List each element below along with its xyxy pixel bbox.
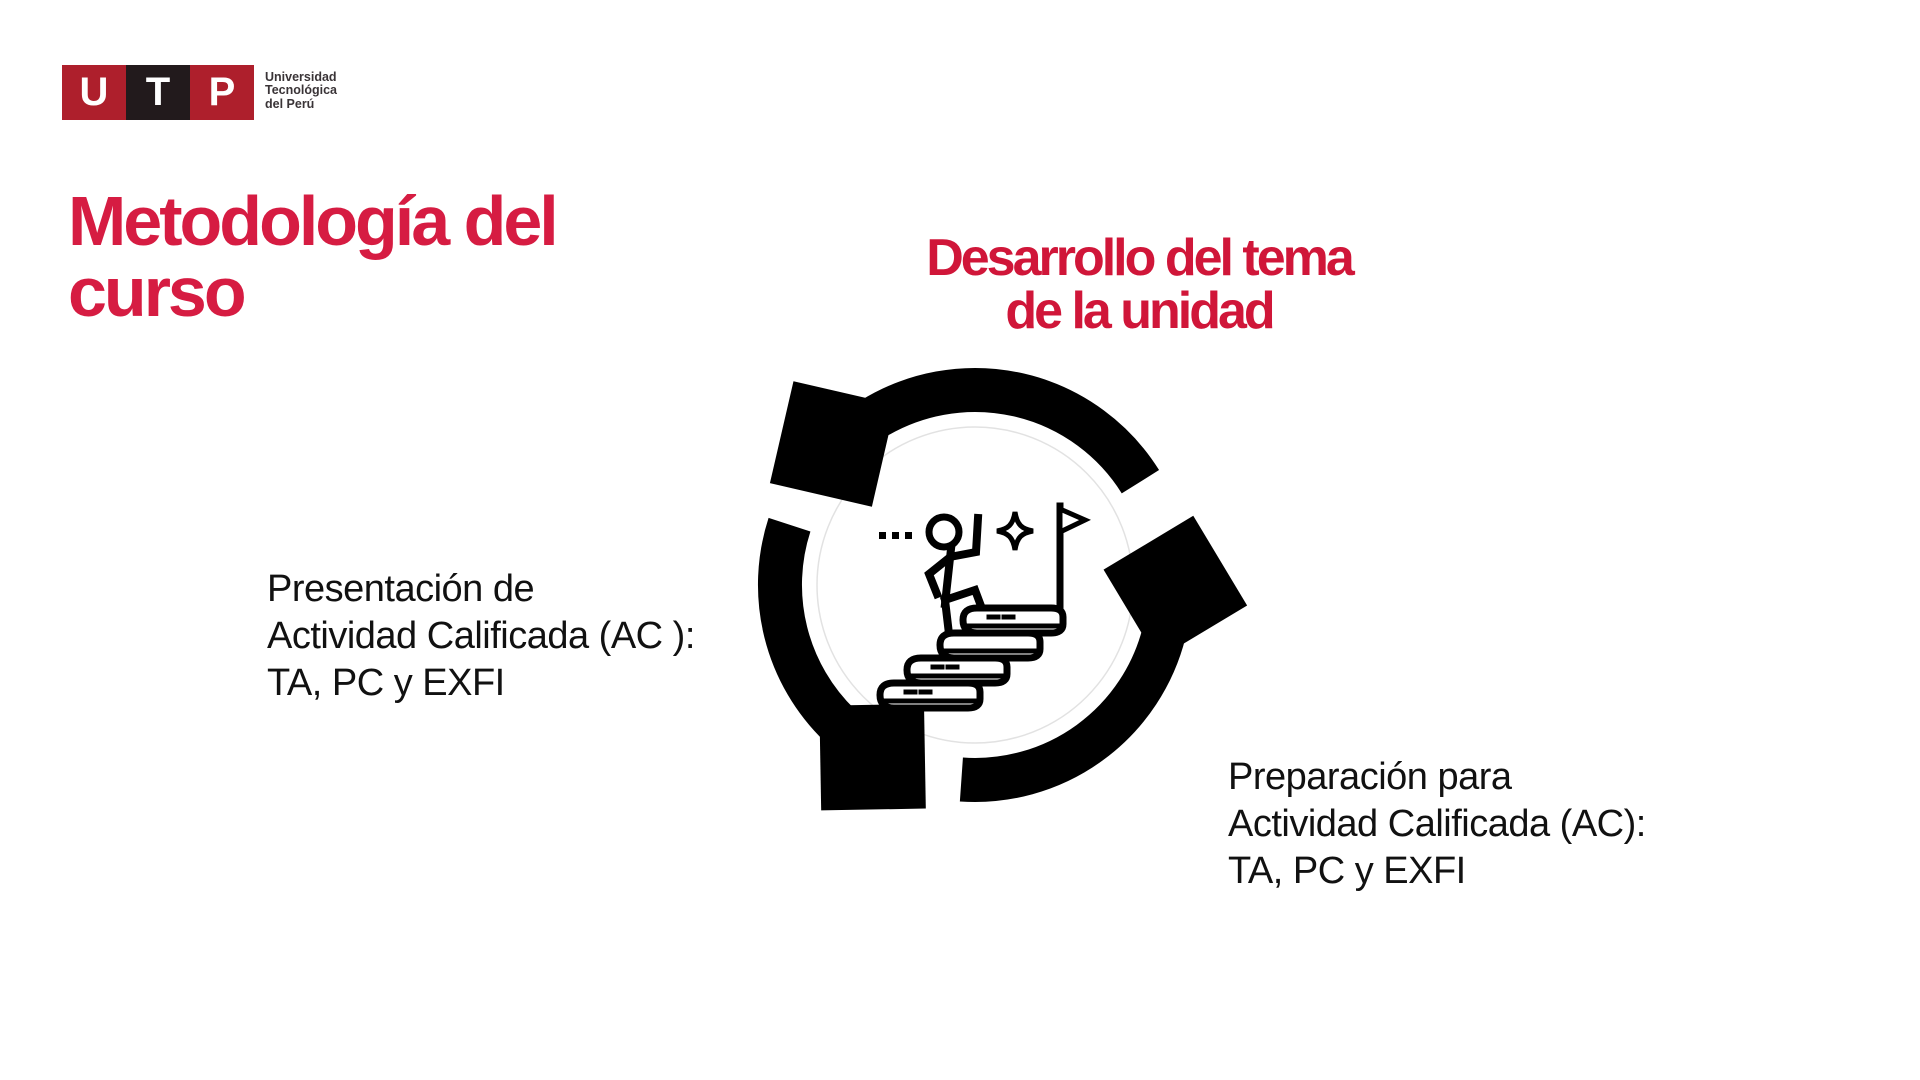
cycle-label-left-line: Actividad Calificada (AC ): bbox=[267, 615, 695, 657]
goal-flag-icon bbox=[1056, 502, 1091, 612]
logo-letter-u: U bbox=[62, 65, 126, 120]
cycle-label-left: Presentación de Actividad Calificada (AC… bbox=[267, 566, 695, 707]
logo-letter-t: T bbox=[126, 65, 190, 120]
cycle-label-right-line: TA, PC y EXFI bbox=[1228, 850, 1466, 892]
cycle-label-left-line: Presentación de bbox=[267, 568, 535, 610]
sparkle-icon bbox=[996, 511, 1034, 551]
cycle-label-top: Desarrollo del tema de la unidad bbox=[839, 232, 1439, 338]
cycle-label-top-line: Desarrollo del tema bbox=[926, 229, 1355, 287]
page-title-line: Metodología del bbox=[68, 182, 559, 260]
cycle-label-right-line: Actividad Calificada (AC): bbox=[1228, 803, 1646, 845]
book-icon bbox=[903, 654, 1011, 687]
person-icon bbox=[924, 513, 990, 639]
utp-logo-boxes: U T P bbox=[62, 65, 254, 120]
page-title-line: curso bbox=[68, 253, 247, 331]
cycle-label-top-line: de la unidad bbox=[1005, 282, 1275, 340]
cycle-arc-top bbox=[769, 368, 1160, 507]
logo-org-line: Universidad bbox=[265, 70, 337, 84]
logo-org-line: Tecnológica bbox=[265, 83, 338, 98]
cycle-label-left-line: TA, PC y EXFI bbox=[267, 662, 505, 704]
logo-org-name: Universidad Tecnológica del Perú bbox=[265, 70, 338, 111]
book-icon bbox=[876, 679, 984, 712]
dots-icon bbox=[879, 532, 912, 539]
cycle-arc-left bbox=[758, 517, 926, 811]
page-title: Metodología del curso bbox=[68, 182, 559, 331]
cycle-arc-right bbox=[959, 515, 1248, 802]
cycle-label-right-line: Preparación para bbox=[1228, 756, 1512, 798]
book-icon bbox=[936, 629, 1044, 662]
cycle-label-right: Preparación para Actividad Calificada (A… bbox=[1228, 754, 1646, 895]
logo-org-line: del Perú bbox=[265, 96, 315, 111]
logo-letter-p: P bbox=[190, 65, 254, 120]
book-stairs-icon bbox=[876, 604, 1067, 712]
book-icon bbox=[959, 604, 1067, 637]
climbing-books-goal-icon bbox=[876, 502, 1091, 712]
cycle-diagram bbox=[758, 368, 1248, 811]
